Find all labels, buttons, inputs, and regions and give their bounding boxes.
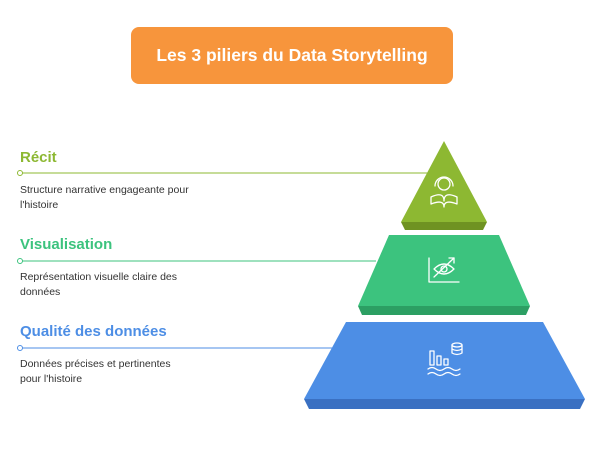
tier-recit — [401, 141, 487, 230]
pillar-label-visualisation: Visualisation — [20, 236, 113, 253]
pillar-description-qualite: Données précises et pertinentes pour l'h… — [20, 358, 171, 385]
title-box: Les 3 piliers du Data Storytelling — [131, 27, 453, 84]
connector-qualite — [17, 345, 333, 351]
connector-visualisation — [17, 258, 376, 264]
tier-visualisation — [358, 235, 530, 315]
diagram-title: Les 3 piliers du Data Storytelling — [156, 45, 428, 65]
book-reader-icon — [430, 176, 458, 208]
database-bars-icon — [427, 342, 463, 377]
pillar-description-visualisation: Représentation visuelle claire des donné… — [20, 271, 178, 298]
chart-eye-icon — [428, 257, 460, 283]
connector-recit — [17, 170, 429, 176]
pillar-label-qualite: Qualité des données — [20, 323, 167, 340]
pillar-label-recit: Récit — [20, 149, 57, 166]
pillar-description-recit: Structure narrative engageante pour l'hi… — [20, 184, 189, 211]
